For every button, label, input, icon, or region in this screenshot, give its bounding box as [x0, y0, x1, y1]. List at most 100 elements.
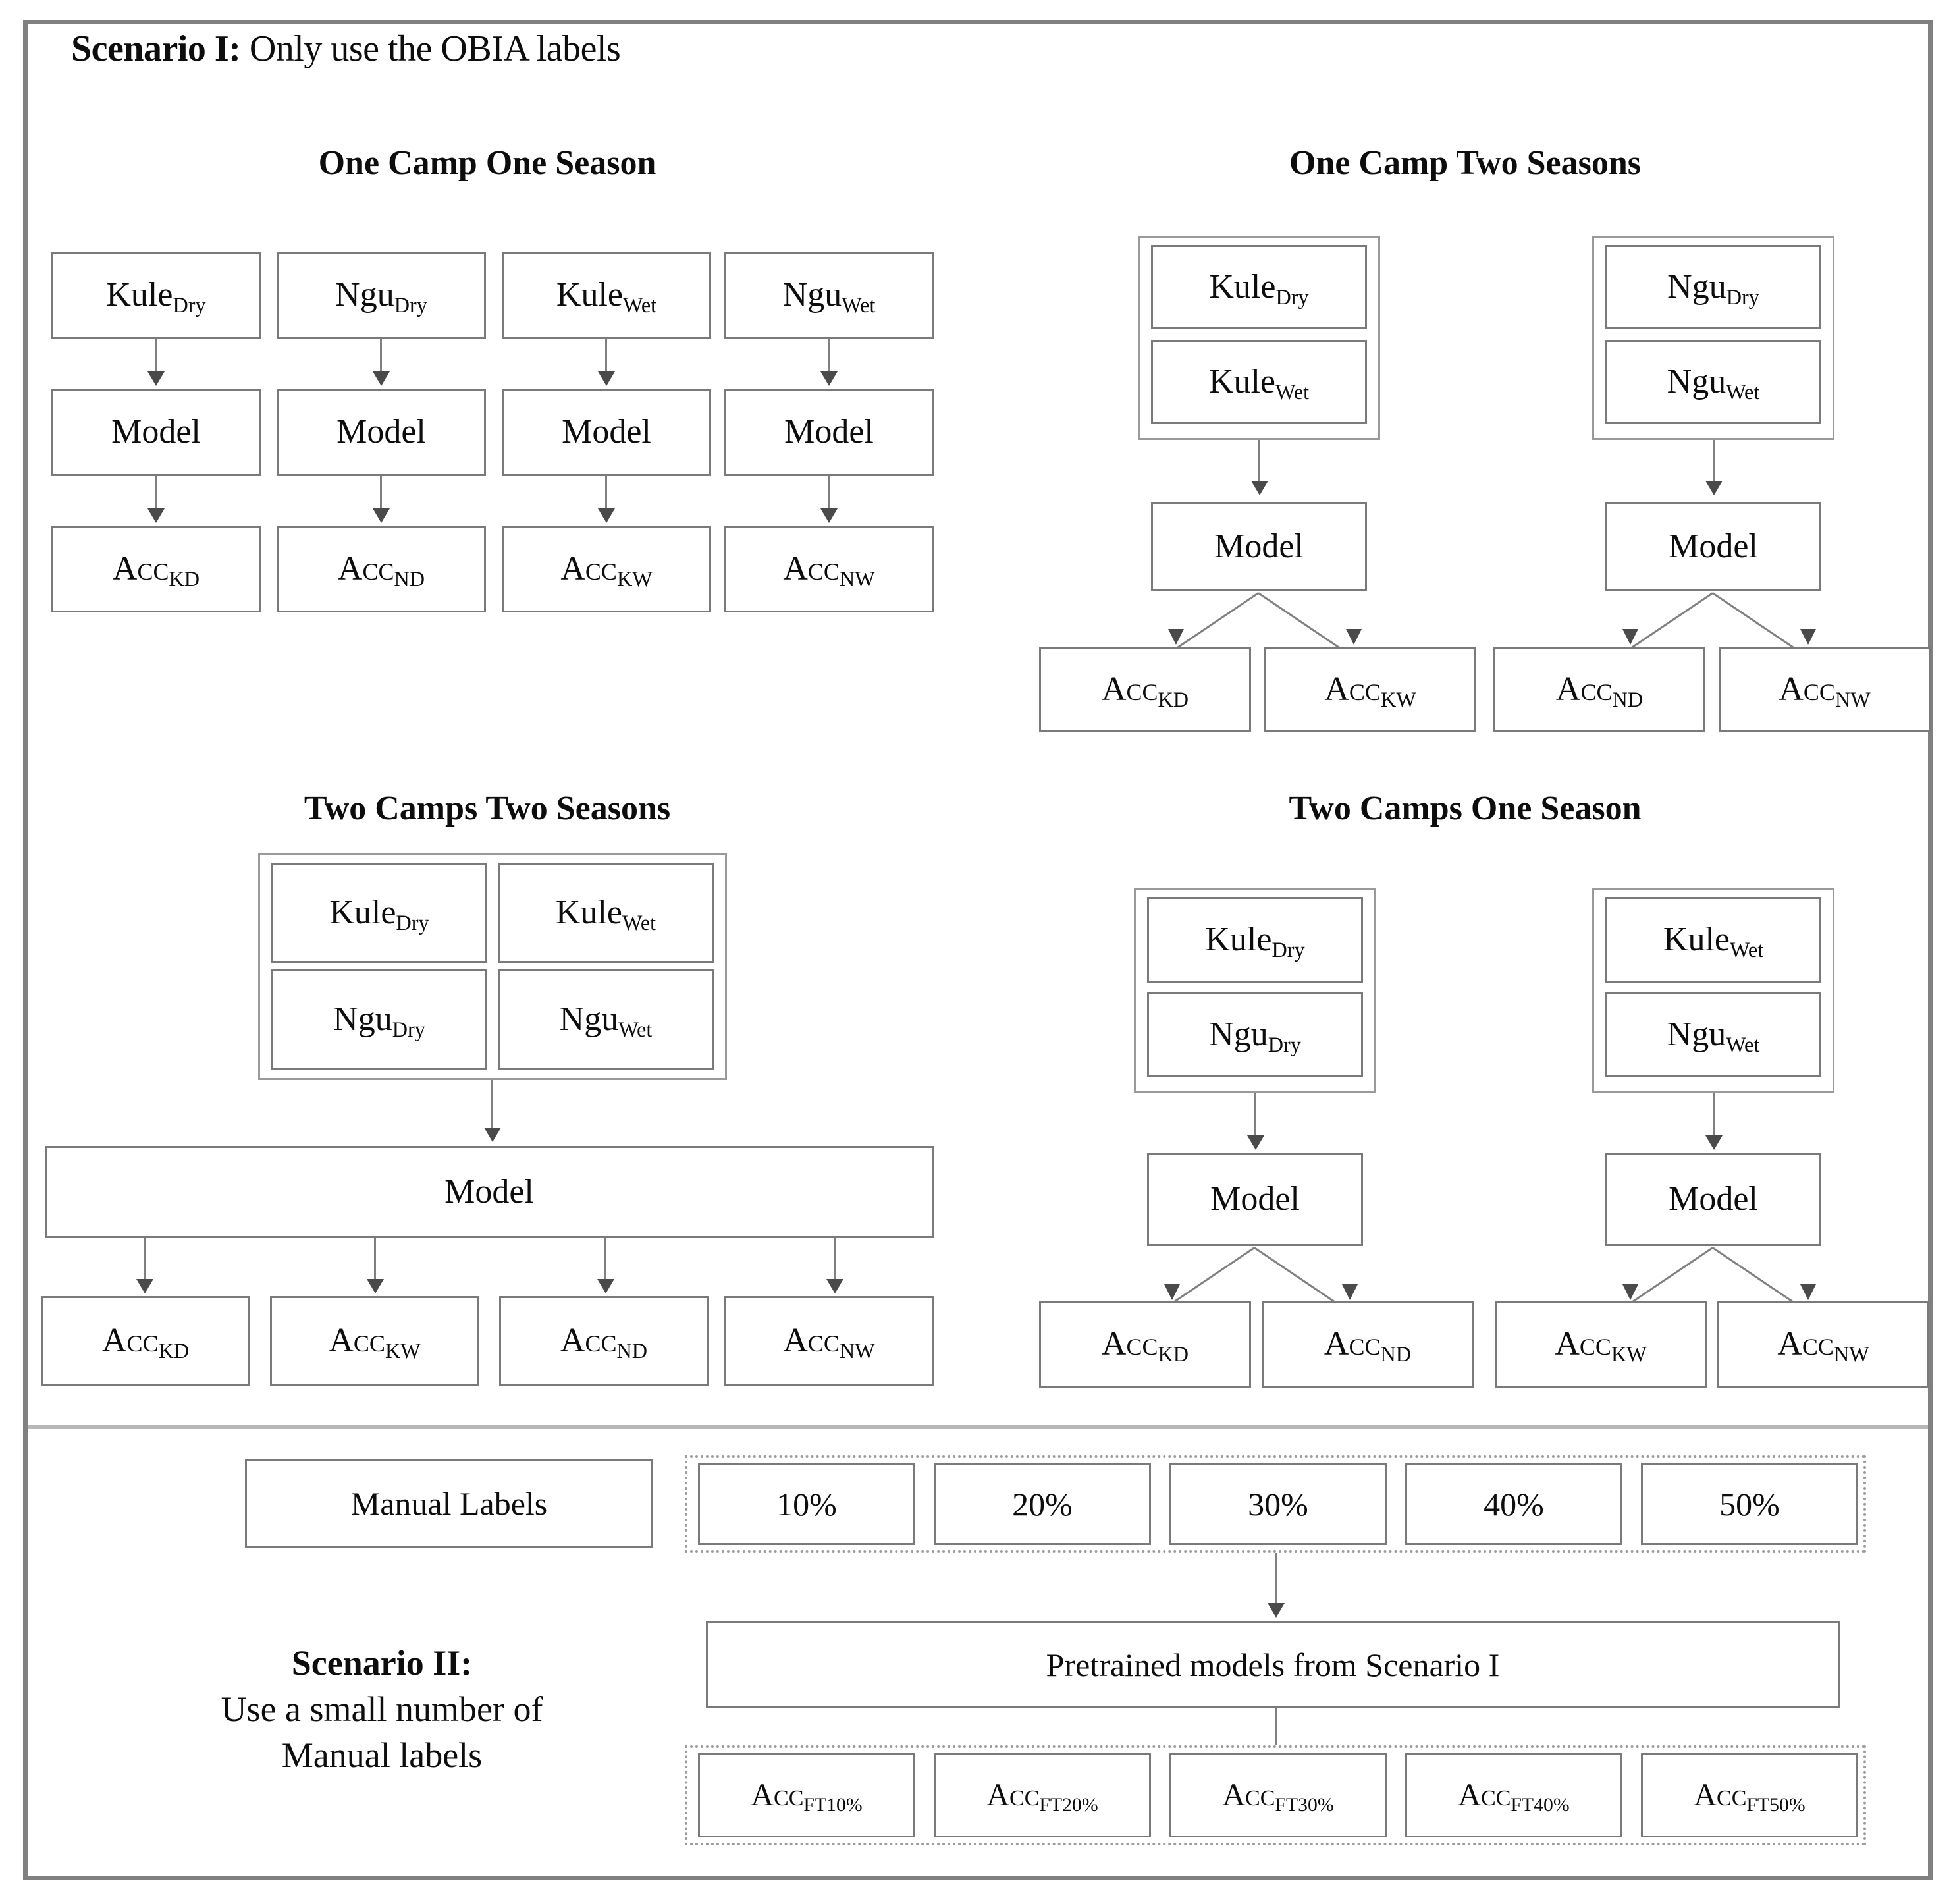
input-box-kule-dry: KuleDry — [271, 863, 487, 963]
percent-box-40: 40% — [1405, 1463, 1622, 1545]
connector-arrow — [1346, 629, 1362, 645]
acc-box-kw-2: AccKW — [1264, 647, 1476, 732]
connector-line — [604, 1238, 606, 1283]
acc-box-kd-4: AccKD — [1039, 1301, 1251, 1388]
connector-arrow — [1705, 481, 1723, 495]
connector-arrow — [826, 1279, 843, 1293]
model-box-dry: Model — [1147, 1153, 1363, 1246]
scenario-two-heading: Scenario II: — [291, 1643, 473, 1683]
connector-arrow — [597, 1279, 614, 1293]
acc-box-kw-3: AccKW — [270, 1296, 479, 1386]
model-box-wet: Model — [1605, 1153, 1821, 1246]
input-box-ngu-dry: NguDry — [277, 252, 486, 339]
connector-arrow — [1800, 629, 1816, 645]
acc-box-nd-2: AccND — [1493, 647, 1705, 732]
connector-arrow — [1342, 1284, 1358, 1300]
acc-box-nw-4: AccNW — [1717, 1301, 1929, 1388]
scenario-two-line2: Manual labels — [281, 1735, 483, 1776]
group-title-one-camp-one-season: One Camp One Season — [318, 144, 656, 182]
manual-labels-box: Manual Labels — [245, 1459, 653, 1548]
input-box-kule-wet: KuleWet — [1605, 897, 1821, 983]
group-title-one-camp-two-seasons: One Camp Two Seasons — [1289, 144, 1642, 182]
connector-line — [605, 339, 607, 375]
connector-arrow — [373, 371, 390, 386]
connector-line — [828, 476, 830, 512]
model-box-ngu-two-seasons: Model — [1605, 502, 1821, 591]
connector-arrow — [1268, 1603, 1285, 1618]
percent-box-10: 10% — [698, 1463, 915, 1545]
acc-box-ft40: AccFT40% — [1405, 1753, 1622, 1837]
connector-line — [1254, 1093, 1256, 1141]
group-title-two-camps-two-seasons: Two Camps Two Seasons — [304, 790, 671, 827]
acc-box-nd-4: AccND — [1262, 1301, 1474, 1388]
connector-line — [1275, 1553, 1277, 1607]
acc-box-nw-2: AccNW — [1719, 647, 1931, 732]
acc-box-kw-1: AccKW — [502, 526, 711, 612]
connector-arrow — [373, 508, 390, 523]
acc-box-nd-3: AccND — [499, 1296, 709, 1386]
connector-arrow — [1800, 1284, 1816, 1300]
percent-box-30: 30% — [1169, 1463, 1387, 1545]
group-title-two-camps-one-season: Two Camps One Season — [1289, 790, 1642, 827]
connector-line — [491, 1080, 493, 1131]
model-box-2: Model — [277, 389, 486, 476]
connector-arrow — [136, 1279, 153, 1293]
percent-box-50: 50% — [1641, 1463, 1858, 1545]
scenario-two-line1: Use a small number of — [221, 1689, 543, 1729]
acc-box-nw-3: AccNW — [724, 1296, 934, 1386]
acc-box-ft20: AccFT20% — [934, 1753, 1151, 1837]
scenario-two-caption: Scenario II: Use a small number of Manua… — [119, 1640, 645, 1779]
connector-line — [1275, 1708, 1277, 1760]
input-box-kule-dry: KuleDry — [1147, 897, 1363, 983]
input-box-ngu-dry: NguDry — [271, 969, 487, 1070]
connector-arrow — [1622, 1284, 1638, 1300]
connector-line — [828, 339, 830, 375]
connector-arrow — [1247, 1135, 1264, 1150]
connector-line — [374, 1238, 376, 1283]
acc-box-kd-3: AccKD — [41, 1296, 250, 1386]
input-box-ngu-wet: NguWet — [1605, 340, 1821, 424]
pretrained-models-box: Pretrained models from Scenario I — [706, 1621, 1840, 1708]
connector-arrow — [484, 1128, 501, 1142]
input-box-ngu-dry: NguDry — [1605, 245, 1821, 329]
input-box-kule-dry: KuleDry — [1151, 245, 1367, 329]
acc-box-kw-4: AccKW — [1495, 1301, 1707, 1388]
input-box-kule-wet: KuleWet — [498, 863, 714, 963]
input-box-ngu-wet: NguWet — [724, 252, 934, 339]
model-box-1: Model — [51, 389, 261, 476]
model-box-3: Model — [502, 389, 711, 476]
input-box-ngu-dry: NguDry — [1147, 992, 1363, 1077]
connector-arrow — [147, 508, 165, 523]
connector-arrow — [1622, 629, 1638, 645]
scenario-one-title: Scenario I: Only use the OBIA labels — [71, 28, 621, 70]
model-box-4: Model — [724, 389, 934, 476]
input-box-kule-wet: KuleWet — [502, 252, 711, 339]
connector-line — [380, 339, 382, 375]
acc-box-nw-1: AccNW — [724, 526, 934, 612]
input-box-kule-wet: KuleWet — [1151, 340, 1367, 424]
model-box-two-camps-two-seasons: Model — [45, 1146, 934, 1238]
connector-line — [155, 476, 157, 512]
input-box-ngu-wet: NguWet — [1605, 992, 1821, 1077]
acc-box-kd-1: AccKD — [51, 526, 261, 612]
acc-box-ft30: AccFT30% — [1169, 1753, 1387, 1837]
connector-arrow — [1705, 1135, 1723, 1150]
connector-line — [1713, 1093, 1715, 1141]
connector-arrow — [820, 371, 838, 386]
acc-box-nd-1: AccND — [277, 526, 486, 612]
input-label-kule-dry: KuleDry — [106, 276, 206, 317]
percent-box-20: 20% — [934, 1463, 1151, 1545]
connector-line — [1713, 440, 1715, 486]
connector-arrow — [1164, 1284, 1180, 1300]
connector-arrow — [598, 371, 615, 386]
connector-line — [155, 339, 157, 375]
acc-box-ft10: AccFT10% — [698, 1753, 915, 1837]
acc-box-kd-2: AccKD — [1039, 647, 1251, 732]
input-box-ngu-wet: NguWet — [498, 969, 714, 1070]
acc-box-ft50: AccFT50% — [1641, 1753, 1858, 1837]
connector-line — [605, 476, 607, 512]
connector-arrow — [598, 508, 615, 523]
connector-line — [144, 1238, 146, 1283]
connector-line — [380, 476, 382, 512]
